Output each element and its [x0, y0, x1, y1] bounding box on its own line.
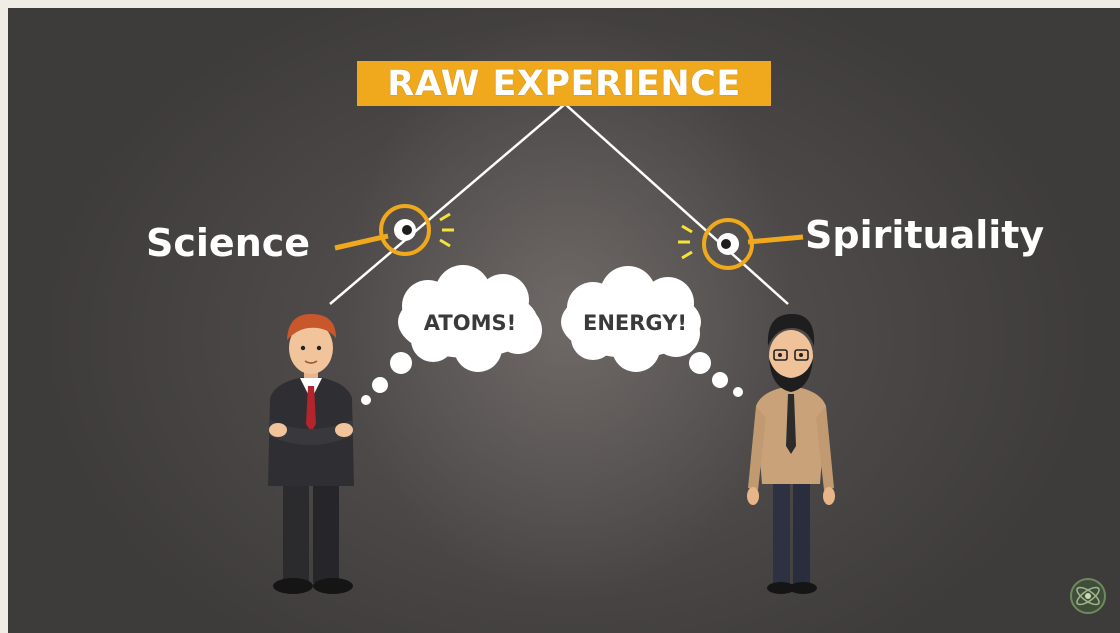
thought-cloud-left: ATOMS!: [361, 265, 542, 405]
thought-text-right: ENERGY!: [583, 311, 687, 335]
line-to-science: [329, 103, 566, 305]
spirituality-label: Spirituality: [805, 213, 1045, 257]
scientist-figure: [268, 314, 354, 594]
atom-leaf-logo-icon: [1070, 578, 1106, 614]
illustration: ATOMS! ENERGY!: [268, 103, 835, 594]
banner-title: RAW EXPERIENCE: [387, 63, 741, 104]
scene: ATOMS! ENERGY!: [8, 8, 1120, 633]
thought-text-left: ATOMS!: [424, 311, 516, 335]
raw-experience-banner: RAW EXPERIENCE: [357, 61, 771, 106]
eye-marker-left: [334, 204, 454, 256]
eye-marker-right: [678, 218, 804, 270]
thought-cloud-right: ENERGY!: [561, 266, 743, 397]
science-label: Science: [146, 221, 311, 265]
spiritual-figure: [747, 314, 835, 594]
sparkle-icon: [678, 224, 693, 260]
sparkle-icon: [439, 212, 454, 248]
line-to-spirituality: [564, 103, 789, 305]
connector-lines: [329, 103, 789, 305]
